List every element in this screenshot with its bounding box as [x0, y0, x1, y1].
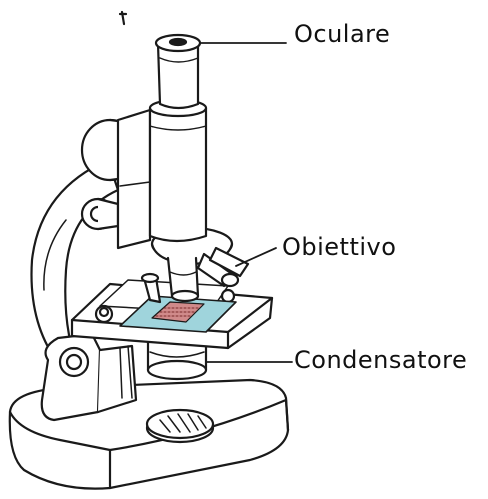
eyepiece-label: Oculare	[294, 22, 390, 46]
objective-label: Obiettivo	[282, 235, 396, 259]
condenser-label: Condensatore	[294, 348, 467, 372]
eyepiece-tube	[156, 35, 200, 108]
body	[118, 110, 150, 248]
base-dial	[147, 410, 213, 442]
ink-mark	[120, 12, 126, 24]
objective-leader	[236, 248, 276, 266]
fine-focus-knob	[82, 199, 118, 229]
body-tube	[150, 100, 206, 241]
